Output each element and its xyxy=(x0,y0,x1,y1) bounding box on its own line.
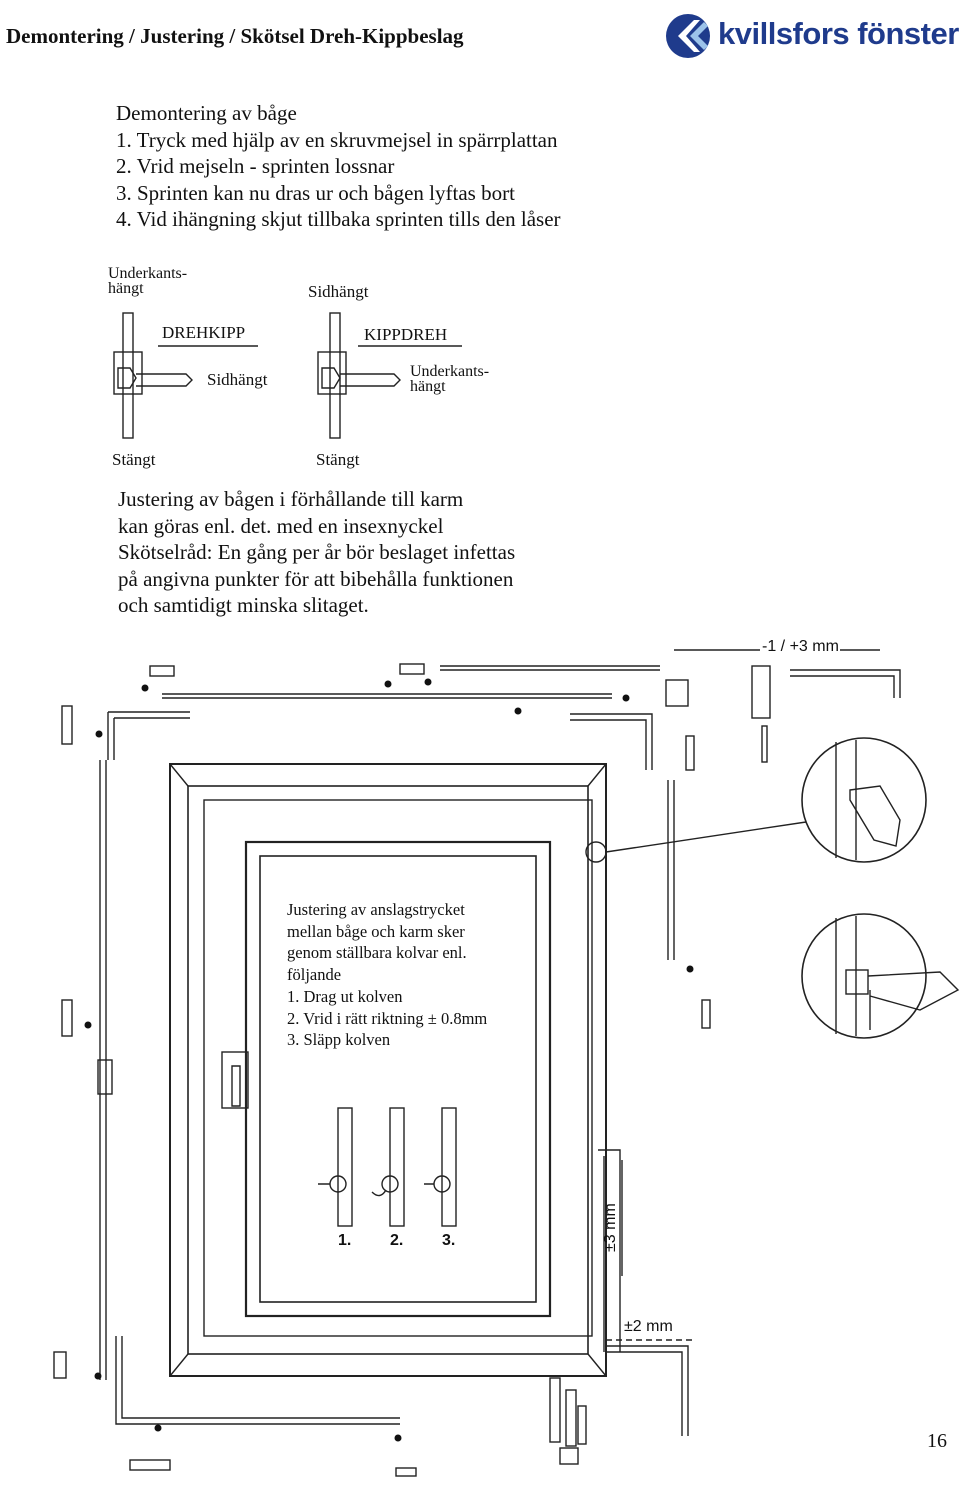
handle-left-type: DREHKIPP xyxy=(162,323,246,342)
handle-right-drawing xyxy=(317,312,462,439)
handle-right-side-label: Underkants- hängt xyxy=(410,363,490,395)
note-line: 2. Vrid i rätt riktning ± 0.8mm xyxy=(287,1008,488,1028)
dimension-top-label: -1 / +3 mm xyxy=(762,638,839,655)
text-line: Justering av bågen i förhållande till ka… xyxy=(118,487,464,511)
step-item: 3. Sprinten kan nu dras ur och bågen lyf… xyxy=(116,180,515,205)
section-heading: Demontering av båge xyxy=(116,101,297,125)
note-line: mellan båge och karm sker xyxy=(287,921,465,941)
maintenance-instructions: Justering av bågen i förhållande till ka… xyxy=(118,486,515,619)
step-number-3: 3. xyxy=(442,1232,456,1249)
step-number-1: 1. xyxy=(338,1232,352,1249)
handle-left-bottom-label: Stängt xyxy=(112,450,156,469)
handle-left-side-label: Sidhängt xyxy=(207,370,268,389)
text-line: kan göras enl. det. med en insexnyckel xyxy=(118,513,444,538)
text-line: och samtidigt minska slitaget. xyxy=(118,593,369,617)
step-item: 2. Vrid mejseln - sprinten lossnar xyxy=(116,154,395,178)
handle-right-type: KIPPDREH xyxy=(364,325,448,344)
logo-text: kvillsfors fönster xyxy=(718,16,959,51)
step-number-2: 2. xyxy=(390,1232,404,1249)
handle-left-drawing xyxy=(113,312,258,439)
company-logo xyxy=(664,10,954,62)
logo-chevron-icon xyxy=(666,14,710,58)
handle-right-bottom-label: Stängt xyxy=(316,450,360,469)
dimension-bottom-label: ±2 mm xyxy=(624,1318,673,1335)
dimension-right-label: ±3 mm xyxy=(602,1203,619,1252)
note-line: Justering av anslagstrycket xyxy=(287,900,465,919)
note-line: 1. Drag ut kolven xyxy=(287,986,403,1006)
document-title: Demontering / Justering / Skötsel Dreh-K… xyxy=(6,24,464,48)
note-line: genom ställbara kolvar enl. xyxy=(287,943,467,963)
handle-left-top-label: Underkants- hängt xyxy=(108,265,188,297)
note-line: följande xyxy=(287,965,342,985)
text-line: på angivna punkter för att bibehålla fun… xyxy=(118,566,514,591)
note-line: 3. Släpp kolven xyxy=(287,1030,391,1050)
page-number: 16 xyxy=(927,1430,947,1452)
grease-points xyxy=(84,678,694,1442)
disassembly-instructions: Demontering av båge 1. Tryck med hjälp a… xyxy=(116,100,561,233)
piston-adjustment-note: Justering av anslagstrycket mellan båge … xyxy=(287,899,487,1051)
step-item: 1. Tryck med hjälp av en skruvmejsel in … xyxy=(116,127,558,152)
step-item: 4. Vid ihängning skjut tillbaka sprinten… xyxy=(116,207,561,231)
handle-right-top-label: Sidhängt xyxy=(308,282,369,301)
text-line: Skötselråd: En gång per år bör beslaget … xyxy=(118,540,516,564)
